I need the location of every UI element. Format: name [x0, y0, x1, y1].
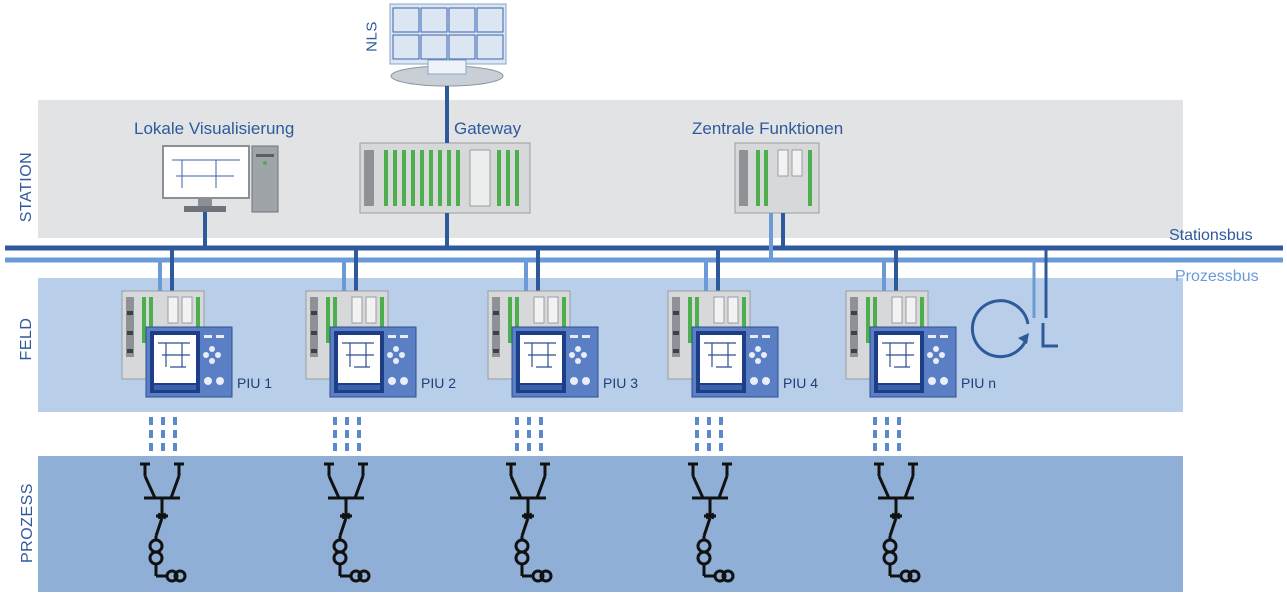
piu-label-4: PIU 4	[783, 375, 819, 391]
switchgear-icon	[138, 462, 187, 583]
local-workstation	[162, 145, 279, 213]
feld-layer-label: FELD	[18, 317, 35, 361]
prozessbus-label: Prozessbus	[1175, 268, 1259, 285]
piu-label-2: PIU 2	[421, 375, 457, 391]
gateway-device	[359, 142, 531, 214]
switchgear-icon	[504, 462, 553, 583]
station-layer-label: STATION	[18, 151, 35, 223]
switchgear-icon	[872, 462, 921, 583]
piu-label-n: PIU n	[961, 375, 997, 391]
prozess-layer	[38, 456, 1183, 592]
nls-label: NLS	[363, 21, 381, 52]
piu-device-2	[305, 290, 417, 398]
gateway-label: Gateway	[454, 119, 522, 138]
central-functions-device	[734, 142, 820, 214]
piu-device-4	[667, 290, 779, 398]
piu-label-1: PIU 1	[237, 375, 273, 391]
stationsbus-label: Stationsbus	[1169, 227, 1253, 244]
piu-label-3: PIU 3	[603, 375, 639, 391]
local-visualization-label: Lokale Visualisierung	[134, 119, 295, 138]
switchgear-icon	[686, 462, 735, 583]
piu-process-links	[149, 417, 901, 452]
nls-control-center	[389, 3, 507, 87]
central-functions-label: Zentrale Funktionen	[692, 119, 844, 138]
switchgear-icon	[322, 462, 371, 583]
piu-device-3	[487, 290, 599, 398]
clock-icon	[970, 248, 1058, 359]
piu-device-1	[121, 290, 233, 398]
prozess-layer-label: PROZESS	[19, 483, 36, 563]
piu-device-n	[845, 290, 957, 398]
